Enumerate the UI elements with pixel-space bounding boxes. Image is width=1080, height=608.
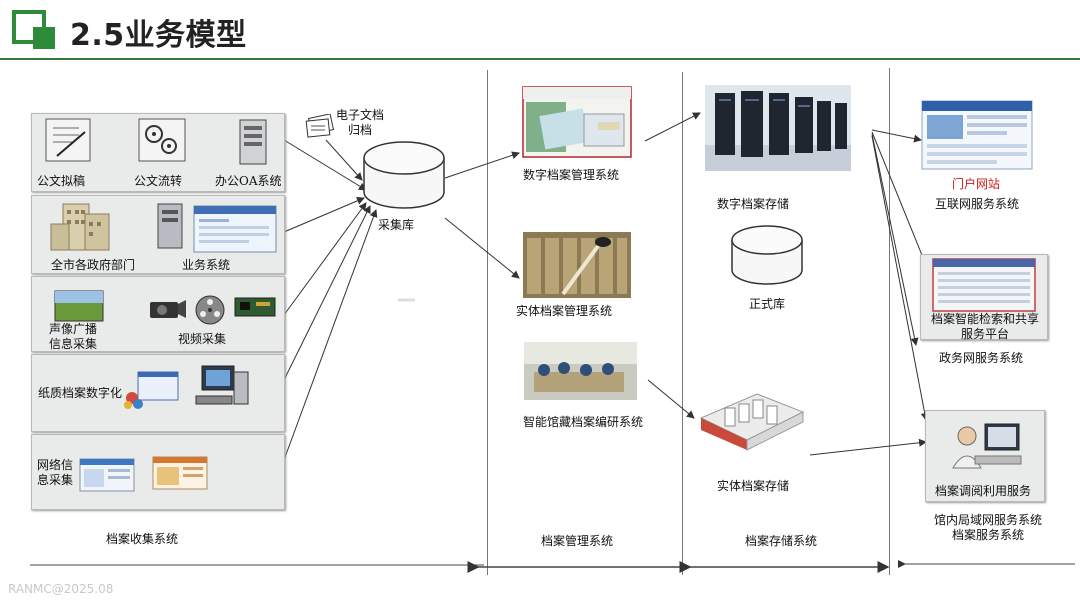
label-govt-depts: 全市各政府部门 [51, 258, 136, 272]
label-paper-digitize: 纸质档案数字化 [38, 386, 123, 400]
server-racks-photo [705, 85, 851, 171]
label-e-archive: 电子文档 归档 [336, 108, 385, 137]
label-archive-access: 档案调阅利用服务 [935, 484, 1032, 498]
documents-stack-icon [305, 114, 335, 138]
label-physical-storage: 实体档案存储 [717, 479, 790, 493]
web-page-screenshot [193, 205, 277, 253]
tv-landscape-icon [54, 290, 104, 322]
page-title: 2.5业务模型 [70, 18, 247, 53]
label-lan-service: 馆内局域网服务系统 档案服务系统 [933, 513, 1042, 542]
gear-flow-icon [138, 118, 186, 162]
search-platform-screenshot [932, 258, 1036, 312]
web-page-screenshot [79, 458, 135, 492]
label-office-oa: 办公OA系统 [215, 174, 282, 188]
label-official-db: 正式库 [749, 297, 786, 311]
camera-icon [150, 300, 186, 318]
collection-database-icon [363, 141, 445, 209]
document-pen-icon [45, 118, 91, 162]
label-biz-system: 业务系统 [182, 258, 231, 272]
label-internet-service: 互联网服务系统 [935, 197, 1020, 211]
label-smart-compile: 智能馆藏档案编研系统 [523, 415, 644, 429]
physical-archive-photo [523, 232, 631, 298]
column-divider [889, 68, 890, 575]
capture-card-icon [234, 297, 276, 317]
buildings-icon [50, 203, 110, 251]
meeting-room-photo [524, 342, 637, 400]
reading-person-icon [952, 423, 1022, 469]
header-rule [0, 58, 1080, 60]
label-smart-search: 档案智能检索和共享 服务平台 [930, 312, 1039, 341]
watermark: RANMC@2025.08 [8, 582, 114, 596]
computer-icon [195, 365, 249, 405]
label-doc-flow: 公文流转 [134, 174, 183, 188]
label-collect-db: 采集库 [378, 218, 415, 232]
archive-room-3d-icon [699, 393, 805, 451]
film-reel-icon [195, 295, 225, 325]
caption-storage: 档案存储系统 [745, 534, 818, 548]
label-doc-draft: 公文拟稿 [37, 174, 86, 188]
label-physical-archive-mgmt: 实体档案管理系统 [516, 304, 613, 318]
web-page-screenshot [152, 456, 208, 490]
server-icon [157, 203, 183, 249]
label-video-capture: 视频采集 [178, 332, 227, 346]
scanner-screen-icon [124, 371, 179, 409]
server-icon [239, 119, 267, 165]
column-divider [682, 72, 683, 575]
label-web-capture: 网络信 息采集 [37, 458, 74, 487]
label-av-broadcast: 声像广播 信息采集 [49, 322, 98, 351]
official-database-icon [731, 225, 803, 285]
label-digital-storage: 数字档案存储 [717, 197, 790, 211]
caption-collection: 档案收集系统 [106, 532, 179, 546]
label-portal: 门户网站 [952, 177, 1001, 191]
label-digital-archive-mgmt: 数字档案管理系统 [523, 168, 620, 182]
label-gov-net-service: 政务网服务系统 [939, 351, 1024, 365]
digital-archive-screenshot [522, 86, 632, 158]
portal-site-screenshot [921, 100, 1033, 170]
column-divider [487, 70, 488, 575]
logo-square [33, 27, 55, 49]
caption-management: 档案管理系统 [541, 534, 614, 548]
